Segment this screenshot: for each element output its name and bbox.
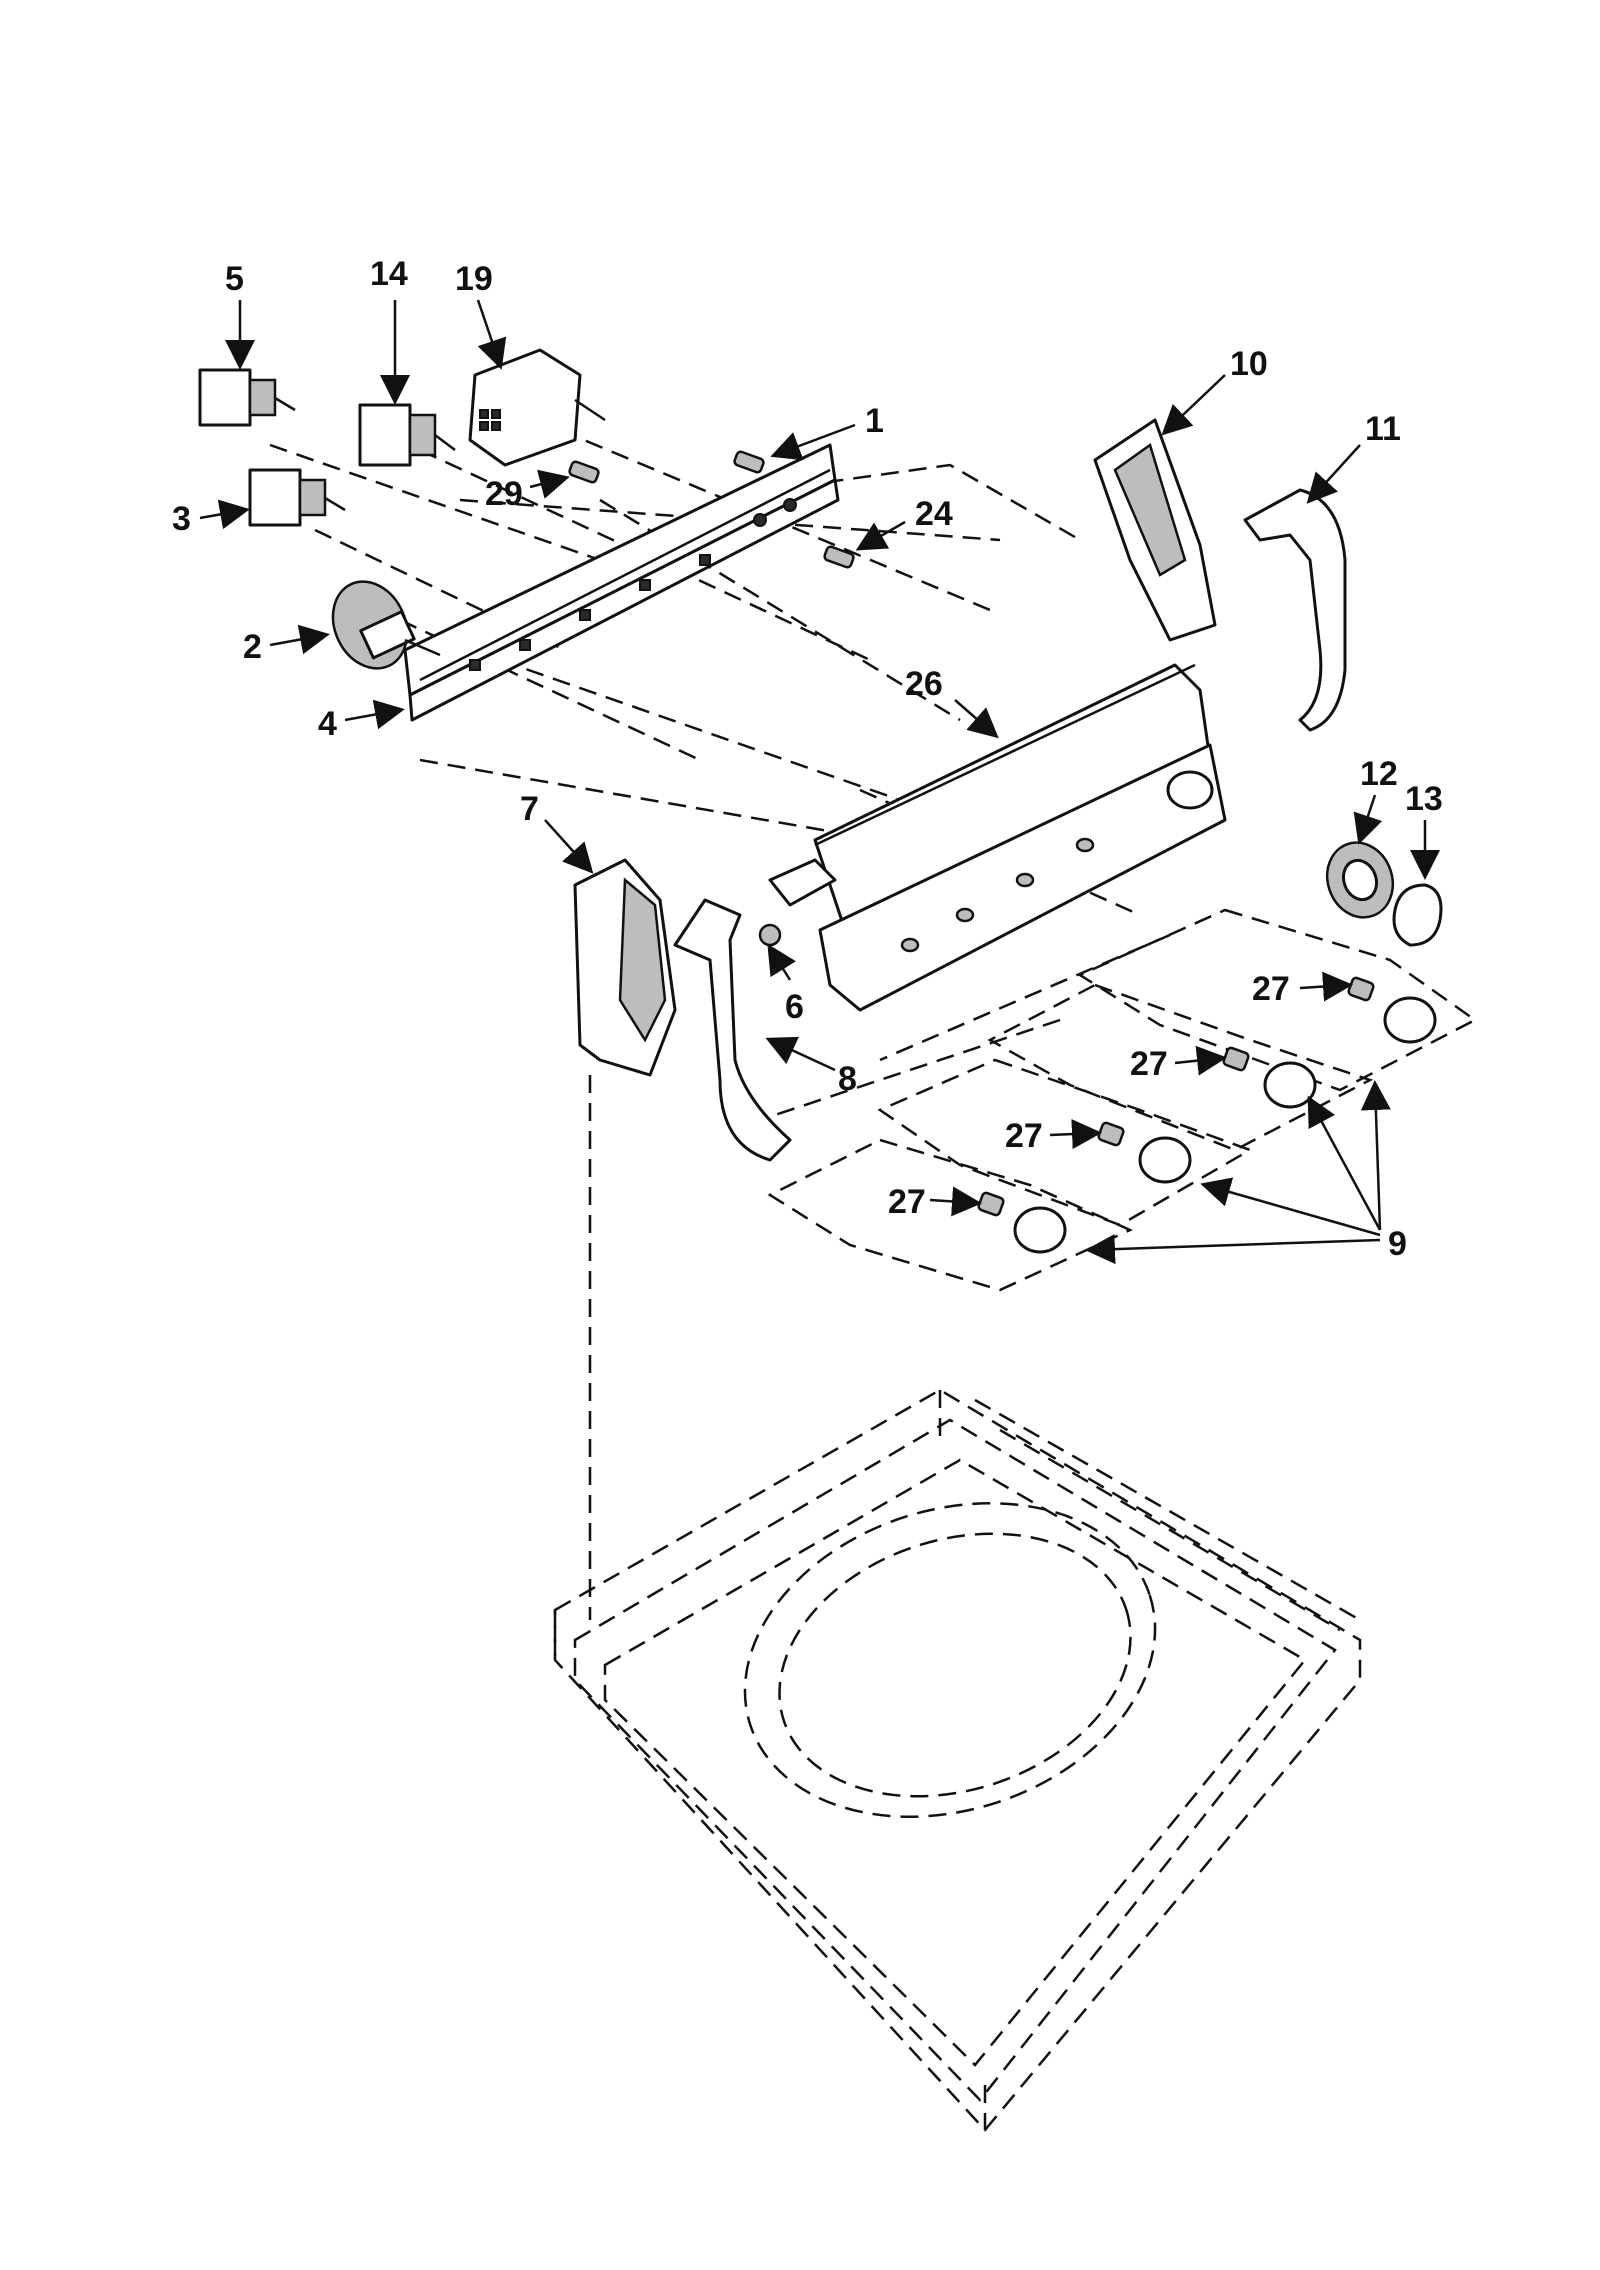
callout-10: 10: [1230, 345, 1268, 383]
callout-19: 19: [455, 260, 493, 298]
rotary-switch-14: [358, 403, 456, 467]
console-panel: [768, 663, 1227, 1012]
callout-27-a: 27: [1252, 970, 1290, 1008]
alignment-lines: [269, 428, 1478, 1620]
left-end-cap: [573, 858, 677, 1077]
left-end-trim: [673, 898, 792, 1162]
callout-8: 8: [838, 1060, 857, 1098]
callout-4: 4: [318, 705, 337, 743]
screw-24: [823, 545, 855, 569]
callout-29: 29: [485, 475, 523, 513]
right-end-cap: [1093, 418, 1217, 642]
selector-switch: [331, 580, 441, 670]
callout-5: 5: [225, 260, 244, 298]
right-end-trim: [1243, 488, 1347, 732]
callout-27-c: 27: [1005, 1117, 1043, 1155]
callout-11: 11: [1365, 410, 1401, 448]
knob-13: [1392, 883, 1443, 947]
screw-29: [568, 460, 600, 484]
callout-13: 13: [1405, 780, 1443, 818]
callout-14: 14: [370, 255, 408, 293]
cabinet-top-outline: [553, 1388, 1362, 2132]
knob-9-c: [1097, 1121, 1192, 1184]
control-bracket: [403, 443, 840, 722]
callout-6: 6: [785, 988, 804, 1026]
rotary-switch-3: [248, 468, 346, 527]
knob-9-b: [1222, 1046, 1317, 1109]
callout-27-d: 27: [888, 1183, 926, 1221]
callout-7: 7: [520, 790, 539, 828]
callout-26: 26: [905, 665, 943, 703]
callout-2: 2: [243, 628, 262, 666]
timer-module: [468, 348, 606, 467]
callout-27-b: 27: [1130, 1045, 1168, 1083]
callout-24: 24: [915, 495, 953, 533]
leader-arrows: [199, 299, 1440, 1265]
callout-1: 1: [865, 402, 884, 440]
knob-9-d: [977, 1191, 1067, 1254]
callout-labels: 5 14 19 1 29 3 24 2 4 26 10 11 12 13 7 6…: [172, 255, 1443, 1263]
screw-6: [758, 923, 782, 947]
callout-3: 3: [172, 500, 191, 538]
screw-1: [733, 450, 765, 474]
rotary-switch-5: [198, 368, 296, 427]
knob-skirt-12: [1325, 841, 1395, 919]
callout-12: 12: [1360, 755, 1398, 793]
knob-9-a: [1347, 976, 1437, 1044]
callout-9: 9: [1388, 1225, 1407, 1263]
